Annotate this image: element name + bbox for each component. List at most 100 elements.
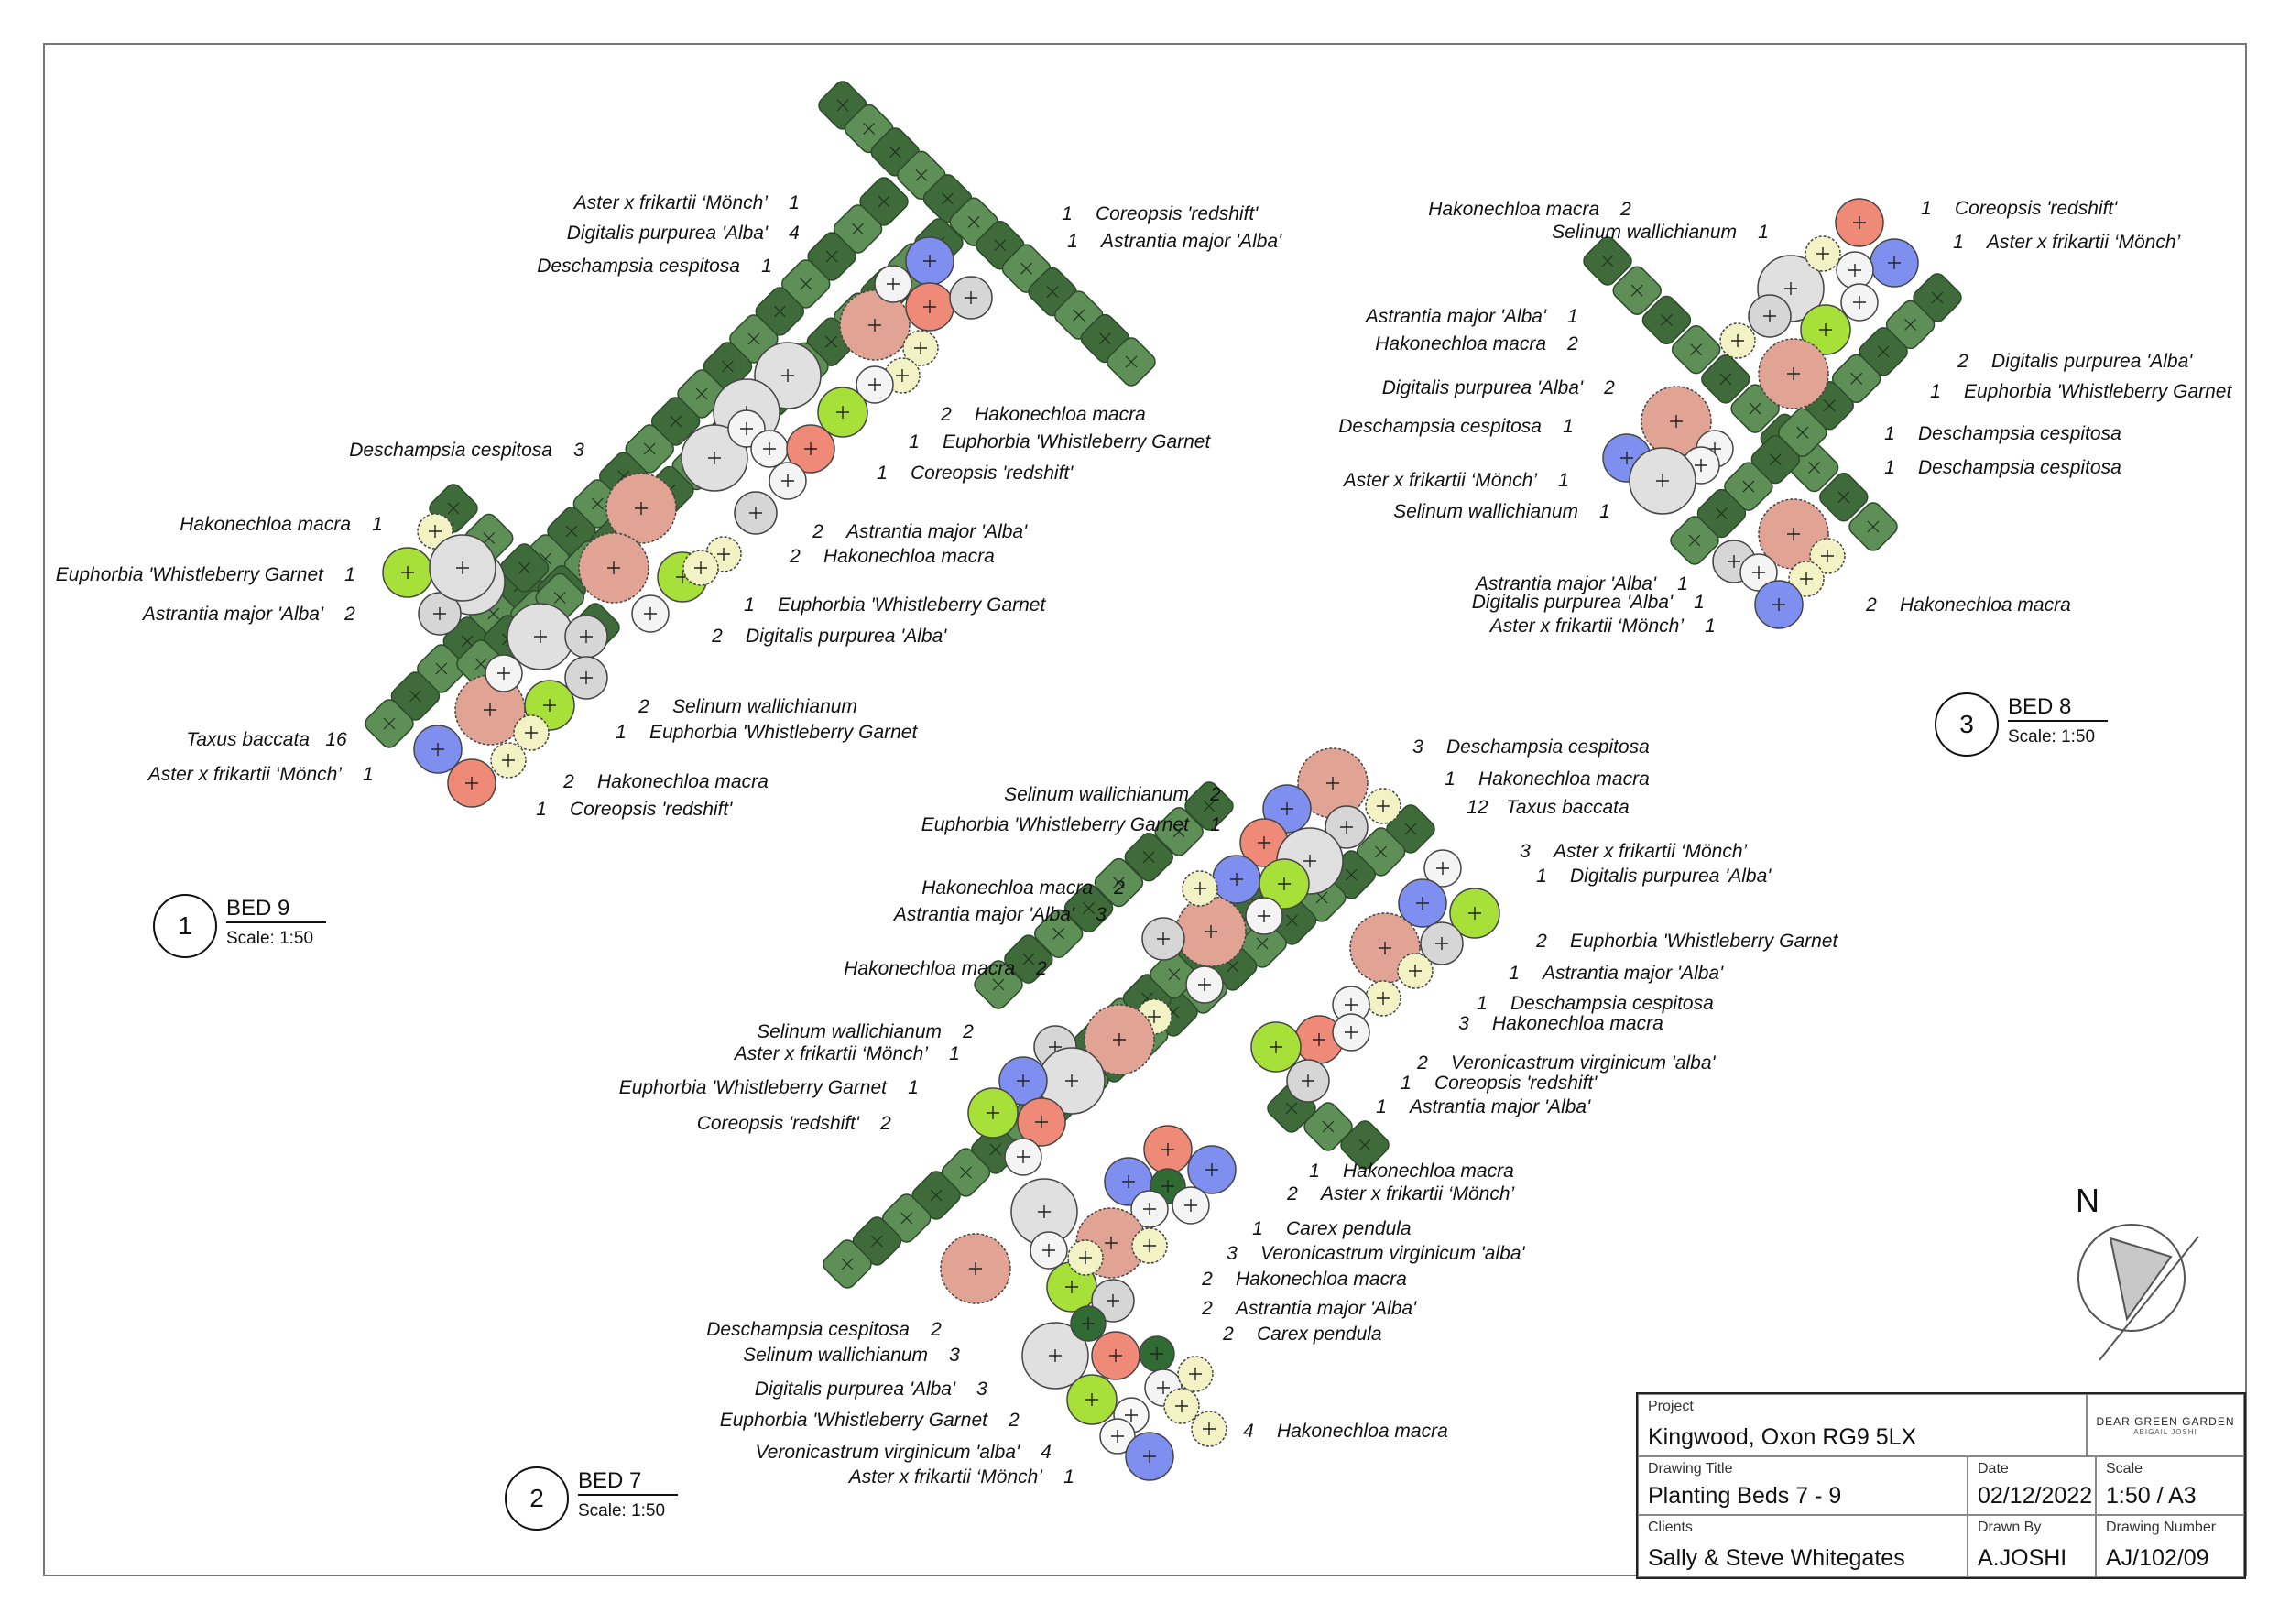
plant-coreopsis xyxy=(447,758,496,808)
plant-astrantia xyxy=(1091,1279,1135,1323)
plant-label: Astrantia major 'Alba'3 xyxy=(893,904,1107,925)
bed-name: BED 8 xyxy=(2008,694,2109,722)
drawing-number-cell: Drawing Number AJ/102/09 xyxy=(2096,1515,2244,1577)
plant-aster xyxy=(1870,238,1919,288)
plant-euphorbia xyxy=(1250,1021,1302,1073)
caption: Project xyxy=(1648,1399,1694,1414)
plant-astrantia xyxy=(949,276,993,320)
plant-deschampsia xyxy=(1758,338,1829,409)
caption: Scale xyxy=(2106,1461,2143,1477)
plant-label: Digitalis purpurea 'Alba'2 xyxy=(1381,377,1615,398)
plant-euphorbia xyxy=(967,1087,1019,1139)
plant-label: Aster x frikartii ‘Mönch’1 xyxy=(1489,616,1716,637)
logo-line: ABIGAIL JOSHI xyxy=(2133,1428,2197,1436)
plant-hakonechloa xyxy=(1365,980,1401,1017)
plant-carex xyxy=(1139,1335,1175,1372)
bed-title-bed7: 2 BED 7 Scale: 1:50 xyxy=(505,1466,725,1531)
plant-euphorbia xyxy=(1449,888,1500,939)
plant-deschampsia xyxy=(1297,747,1369,819)
drawing-title-value: Planting Beds 7 - 9 xyxy=(1648,1483,1842,1509)
plant-hakonechloa xyxy=(1788,561,1825,597)
plant-coreopsis xyxy=(1091,1331,1140,1380)
compass-icon xyxy=(2077,1224,2199,1361)
plant-label: Aster x frikartii ‘Mönch’1 xyxy=(848,1466,1074,1488)
logo: DEAR GREEN GARDEN ABIGAIL JOSHI xyxy=(2088,1415,2243,1436)
plant-label: Coreopsis 'redshift'2 xyxy=(696,1113,891,1134)
plant-digitalis xyxy=(1836,251,1874,289)
plant-astrantia xyxy=(1286,1059,1330,1103)
logo-cell: DEAR GREEN GARDEN ABIGAIL JOSHI xyxy=(2087,1394,2244,1456)
plant-deschampsia xyxy=(1175,896,1247,967)
taxus-hedge xyxy=(818,81,1156,387)
plant-hakonechloa xyxy=(1805,235,1841,272)
plant-digitalis xyxy=(1840,283,1879,322)
plant-label: Veronicastrum virginicum 'alba'4 xyxy=(755,1442,1052,1463)
plant-digitalis xyxy=(1245,897,1283,935)
plant-label: Digitalis purpurea 'Alba'3 xyxy=(754,1379,987,1400)
caption: Drawing Number xyxy=(2106,1520,2217,1535)
caption: Clients xyxy=(1648,1520,1693,1535)
plant-digitalis xyxy=(750,430,789,468)
plant-coreopsis xyxy=(905,282,954,332)
drawn-by-cell: Drawn By A.JOSHI xyxy=(1968,1515,2096,1577)
plant-aster xyxy=(905,236,954,286)
plant-astrantia xyxy=(564,656,608,700)
plant-carex xyxy=(1070,1305,1107,1342)
taxus-hedge xyxy=(1267,1084,1390,1170)
plant-selinum xyxy=(507,603,574,670)
bed-title-bed9: 1 BED 9 Scale: 1:50 xyxy=(153,894,373,958)
plant-coreopsis xyxy=(1835,198,1884,247)
plant-label: Aster x frikartii ‘Mönch’1 xyxy=(573,192,800,213)
plant-aster xyxy=(1262,784,1312,834)
plant-label: Digitalis purpurea 'Alba'1 xyxy=(1471,592,1705,613)
plant-coreopsis xyxy=(1017,1097,1066,1147)
plant-digitalis xyxy=(856,365,894,404)
plant-selinum xyxy=(429,534,496,602)
plant-astrantia xyxy=(734,491,778,535)
plant-selinum xyxy=(1021,1322,1089,1390)
drawing-title-cell: Drawing Title Planting Beds 7 - 9 xyxy=(1638,1456,1968,1515)
plant-label: Astrantia major 'Alba'1 xyxy=(1475,573,1688,594)
plant-deschampsia xyxy=(1084,1004,1155,1075)
plant-deschampsia xyxy=(578,532,649,604)
north-arrow: N xyxy=(2072,1182,2200,1365)
plant-coreopsis xyxy=(1143,1125,1193,1174)
clients-cell: Clients Sally & Steve Whitegates xyxy=(1638,1515,1968,1577)
plant-selinum xyxy=(681,424,748,492)
taxus-hedge xyxy=(974,781,1234,1009)
plant-hakonechloa xyxy=(1719,322,1756,359)
plant-euphorbia xyxy=(1259,858,1310,910)
bed-number: 3 xyxy=(1935,692,1999,757)
plant-euphorbia xyxy=(382,547,433,598)
plant-digitalis xyxy=(1332,1013,1370,1052)
